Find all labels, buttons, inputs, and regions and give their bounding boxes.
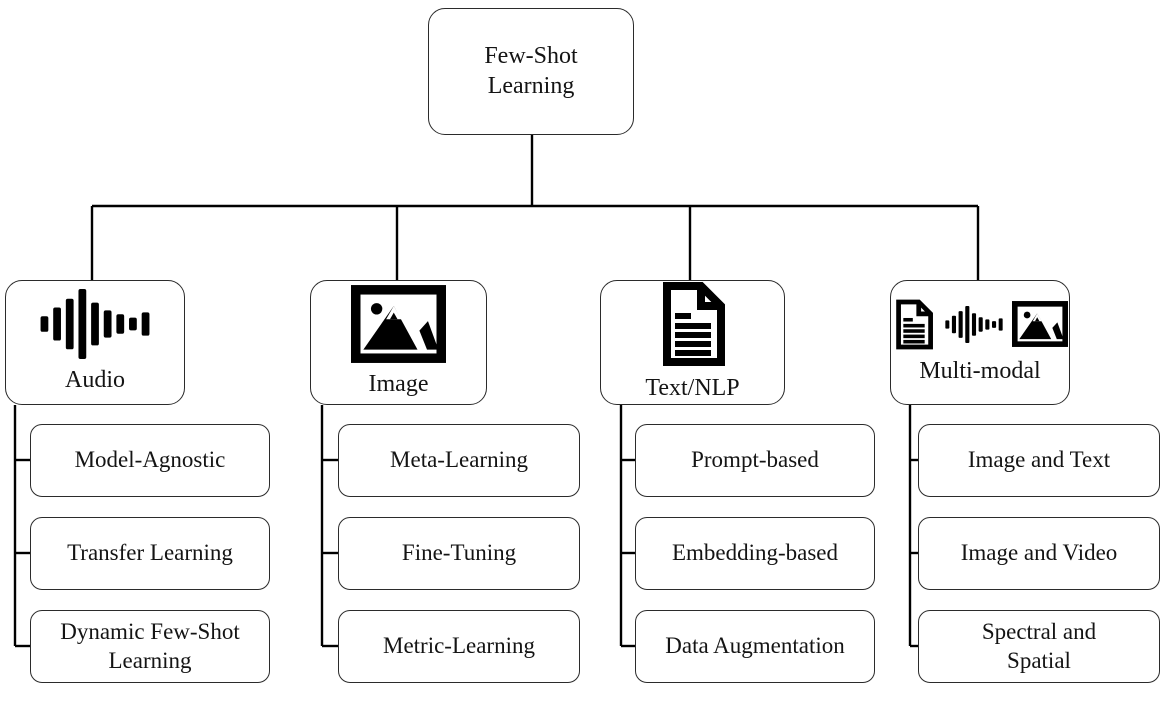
root-node-few-shot-learning: Few-Shot Learning <box>428 8 634 135</box>
image-picture-icon <box>1012 301 1068 347</box>
child-node-image-and-video: Image and Video <box>918 517 1160 590</box>
branch-label: Text/NLP <box>645 375 740 402</box>
branch-icon-row <box>39 289 151 359</box>
child-node-image-and-text: Image and Text <box>918 424 1160 497</box>
child-node-dynamic-few-shot-learning: Dynamic Few-Shot Learning <box>30 610 270 683</box>
branch-node-image: Image <box>310 280 487 405</box>
child-node-label: Data Augmentation <box>665 633 845 659</box>
branch-label: Image <box>368 371 429 398</box>
child-node-model-agnostic: Model-Agnostic <box>30 424 270 497</box>
root-node-label: Few-Shot Learning <box>484 43 578 99</box>
image-picture-icon <box>351 285 446 363</box>
branch-label: Audio <box>65 367 125 394</box>
branch-node-multi-modal: Multi-modal <box>890 280 1070 405</box>
child-node-fine-tuning: Fine-Tuning <box>338 517 580 590</box>
child-node-meta-learning: Meta-Learning <box>338 424 580 497</box>
audio-waveform-icon <box>945 306 1003 343</box>
child-node-spectral-and-spatial: Spectral and Spatial <box>918 610 1160 683</box>
child-node-prompt-based: Prompt-based <box>635 424 875 497</box>
branch-icon-row <box>351 285 446 363</box>
child-node-embedding-based: Embedding-based <box>635 517 875 590</box>
child-node-label: Spectral and Spatial <box>981 619 1097 673</box>
branch-label: Multi-modal <box>919 357 1041 384</box>
child-node-metric-learning: Metric-Learning <box>338 610 580 683</box>
child-node-label: Fine-Tuning <box>401 540 517 566</box>
child-node-label: Model-Agnostic <box>74 447 226 473</box>
child-node-label: Dynamic Few-Shot Learning <box>60 619 240 673</box>
document-icon <box>656 281 730 367</box>
child-node-label: Meta-Learning <box>390 447 528 473</box>
child-node-label: Metric-Learning <box>383 633 535 659</box>
audio-waveform-icon <box>39 289 151 359</box>
document-icon <box>892 299 936 350</box>
branch-node-text-nlp: Text/NLP <box>600 280 785 405</box>
child-node-data-augmentation: Data Augmentation <box>635 610 875 683</box>
branch-icon-row <box>656 281 730 367</box>
child-node-label: Transfer Learning <box>67 540 233 566</box>
child-node-label: Embedding-based <box>671 540 839 566</box>
branch-node-audio: Audio <box>5 280 185 405</box>
child-node-label: Prompt-based <box>691 447 819 473</box>
child-node-label: Image and Video <box>960 540 1118 566</box>
branch-icon-row <box>892 299 1068 350</box>
child-node-label: Image and Text <box>967 447 1111 473</box>
child-node-transfer-learning: Transfer Learning <box>30 517 270 590</box>
